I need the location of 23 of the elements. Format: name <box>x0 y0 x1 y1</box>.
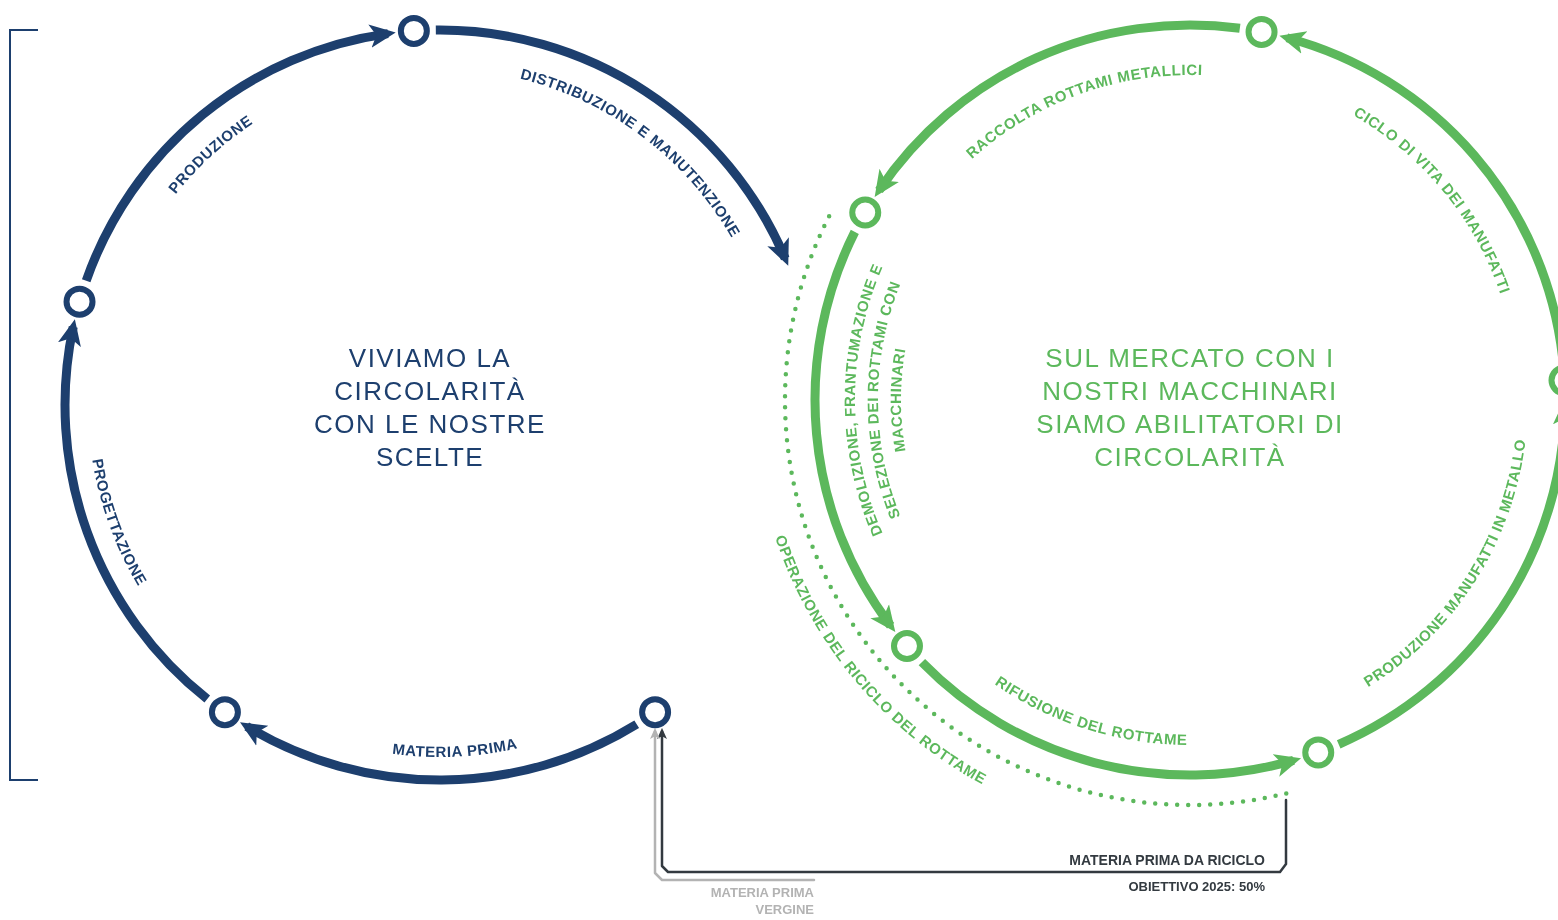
arrow <box>650 727 816 882</box>
cycle-arrow <box>58 319 211 703</box>
edge-label: MATERIA PRIMA <box>391 734 519 760</box>
node-ring <box>1245 15 1278 48</box>
node-ring <box>1302 736 1335 769</box>
edge-label: MATERIA PRIMA VERGINE <box>709 884 814 918</box>
center-text: SUL MERCATO CON I NOSTRI MACCHINARI SIAMO ABILITATORI DI CIRCOLARITÀ <box>1035 342 1345 474</box>
edge-label: MATERIA PRIMA DA RICICLO <box>1069 851 1265 869</box>
node-ring <box>1548 364 1558 397</box>
cycle-arrow <box>918 658 1302 780</box>
arrow <box>657 727 1288 874</box>
cycle-arrow <box>435 25 790 266</box>
node-ring <box>208 696 241 729</box>
center-text: VIVIAMO LA CIRCOLARITÀ CON LE NOSTRE SCELTE <box>313 342 547 474</box>
cycle-arrow <box>810 230 895 633</box>
node-ring <box>63 285 96 318</box>
node-ring <box>639 696 672 729</box>
node-ring <box>849 196 882 229</box>
target-note: OBIETTIVO 2025: 50% <box>1128 879 1265 894</box>
cycle-arrow <box>239 720 639 784</box>
node-ring <box>397 14 430 47</box>
cycle-arrow <box>874 20 1241 197</box>
cycle-arrow <box>82 25 396 283</box>
